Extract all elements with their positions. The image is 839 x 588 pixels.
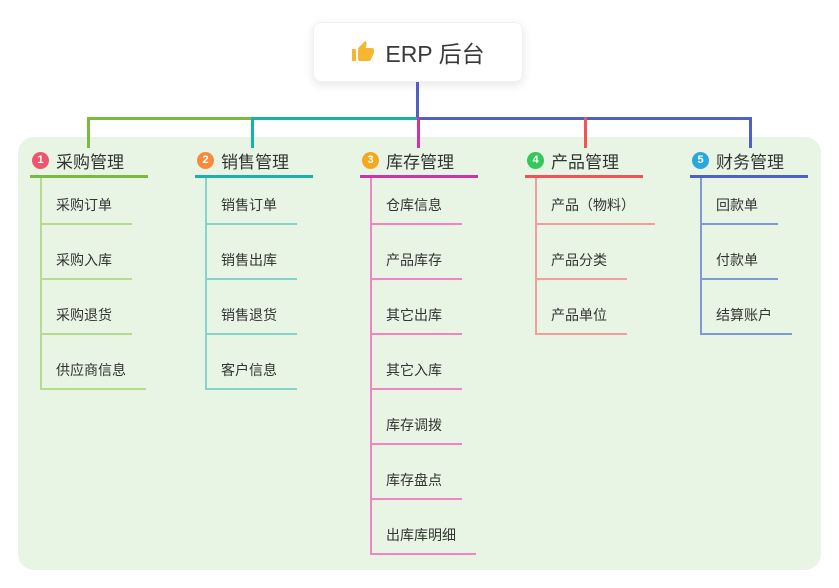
child-node[interactable]: 采购订单 <box>42 178 132 225</box>
root-title: ERP 后台 <box>385 41 485 67</box>
root-connector-vline <box>416 82 419 120</box>
branch-children: 产品（物料） 产品分类产品单位 <box>535 178 655 335</box>
branch-drop-3 <box>417 117 420 148</box>
branch-number-badge: 1 <box>32 152 49 169</box>
branch-title-2[interactable]: 2 销售管理 <box>195 146 313 178</box>
branches-panel <box>18 137 821 570</box>
branch-1: 1 采购管理采购订单采购入库采购退货供应商信息 <box>30 146 148 390</box>
child-node[interactable]: 供应商信息 <box>42 335 146 390</box>
child-node-label: 库存调拨 <box>386 417 442 433</box>
bar-segment-1 <box>87 117 251 120</box>
child-node-label: 销售出库 <box>221 252 277 268</box>
branch-drop-5 <box>749 117 752 148</box>
child-node[interactable]: 结算账户 <box>702 280 792 335</box>
child-node[interactable]: 客户信息 <box>207 335 297 390</box>
branch-3: 3 库存管理仓库信息产品库存其它出库其它入库库存调拨库存盘点出库库明细 <box>360 146 478 555</box>
child-node[interactable]: 付款单 <box>702 225 778 280</box>
branch-title-label: 采购管理 <box>56 153 124 172</box>
branch-number-badge: 2 <box>197 152 214 169</box>
child-node[interactable]: 采购退货 <box>42 280 132 335</box>
child-node-label: 销售退货 <box>221 307 277 323</box>
child-node[interactable]: 产品分类 <box>537 225 627 280</box>
branch-children: 销售订单销售出库销售退货客户信息 <box>205 178 297 390</box>
branch-number-badge: 3 <box>362 152 379 169</box>
child-node[interactable]: 其它入库 <box>372 335 462 390</box>
child-node[interactable]: 销售出库 <box>207 225 297 280</box>
child-node-label: 回款单 <box>716 197 758 213</box>
child-node-label: 库存盘点 <box>386 472 442 488</box>
child-node-label: 其它出库 <box>386 307 442 323</box>
child-node[interactable]: 采购入库 <box>42 225 132 280</box>
child-node[interactable]: 仓库信息 <box>372 178 462 225</box>
child-node[interactable]: 销售订单 <box>207 178 297 225</box>
branch-children: 回款单付款单结算账户 <box>700 178 792 335</box>
child-node[interactable]: 产品（物料） <box>537 178 655 225</box>
child-node-label: 产品分类 <box>551 252 607 268</box>
branch-title-label: 财务管理 <box>716 153 784 172</box>
child-node[interactable]: 产品单位 <box>537 280 627 335</box>
branch-children: 仓库信息产品库存其它出库其它入库库存调拨库存盘点出库库明细 <box>370 178 476 555</box>
child-node-label: 产品库存 <box>386 252 442 268</box>
branch-children: 采购订单采购入库采购退货供应商信息 <box>40 178 146 390</box>
branch-title-5[interactable]: 5 财务管理 <box>690 146 808 178</box>
branch-drop-2 <box>251 117 254 148</box>
child-node-label: 采购入库 <box>56 252 112 268</box>
branch-title-1[interactable]: 1 采购管理 <box>30 146 148 178</box>
branch-4: 4 产品管理产品（物料） 产品分类产品单位 <box>525 146 655 335</box>
bar-segment-2 <box>251 117 417 120</box>
branch-title-label: 产品管理 <box>551 153 619 172</box>
branch-number-badge: 5 <box>692 152 709 169</box>
child-node[interactable]: 回款单 <box>702 178 778 225</box>
branch-2: 2 销售管理销售订单销售出库销售退货客户信息 <box>195 146 313 390</box>
branch-title-label: 库存管理 <box>386 153 454 172</box>
branch-number-badge: 4 <box>527 152 544 169</box>
branch-5: 5 财务管理回款单付款单结算账户 <box>690 146 808 335</box>
child-node-label: 出库库明细 <box>386 527 456 543</box>
branch-drop-4 <box>584 117 587 148</box>
branch-title-3[interactable]: 3 库存管理 <box>360 146 478 178</box>
child-node[interactable]: 产品库存 <box>372 225 462 280</box>
child-node-label: 销售订单 <box>221 197 277 213</box>
child-node-label: 仓库信息 <box>386 197 442 213</box>
child-node-label: 结算账户 <box>716 307 772 323</box>
child-node-label: 付款单 <box>716 252 758 268</box>
branch-drop-1 <box>87 117 90 148</box>
child-node-label: 其它入库 <box>386 362 442 378</box>
child-node[interactable]: 库存盘点 <box>372 445 462 500</box>
child-node-label: 产品单位 <box>551 307 607 323</box>
child-node[interactable]: 销售退货 <box>207 280 297 335</box>
branch-title-label: 销售管理 <box>221 153 289 172</box>
child-node-label: 采购订单 <box>56 197 112 213</box>
child-node[interactable]: 出库库明细 <box>372 500 476 555</box>
child-node-label: 供应商信息 <box>56 362 126 378</box>
child-node[interactable]: 其它出库 <box>372 280 462 335</box>
child-node-label: 采购退货 <box>56 307 112 323</box>
branch-title-4[interactable]: 4 产品管理 <box>525 146 643 178</box>
thumbs-up-icon <box>351 40 375 64</box>
root-node[interactable]: ERP 后台 <box>313 22 523 82</box>
child-node-label: 客户信息 <box>221 362 277 378</box>
child-node-label: 产品（物料） <box>551 197 635 213</box>
child-node[interactable]: 库存调拨 <box>372 390 462 445</box>
